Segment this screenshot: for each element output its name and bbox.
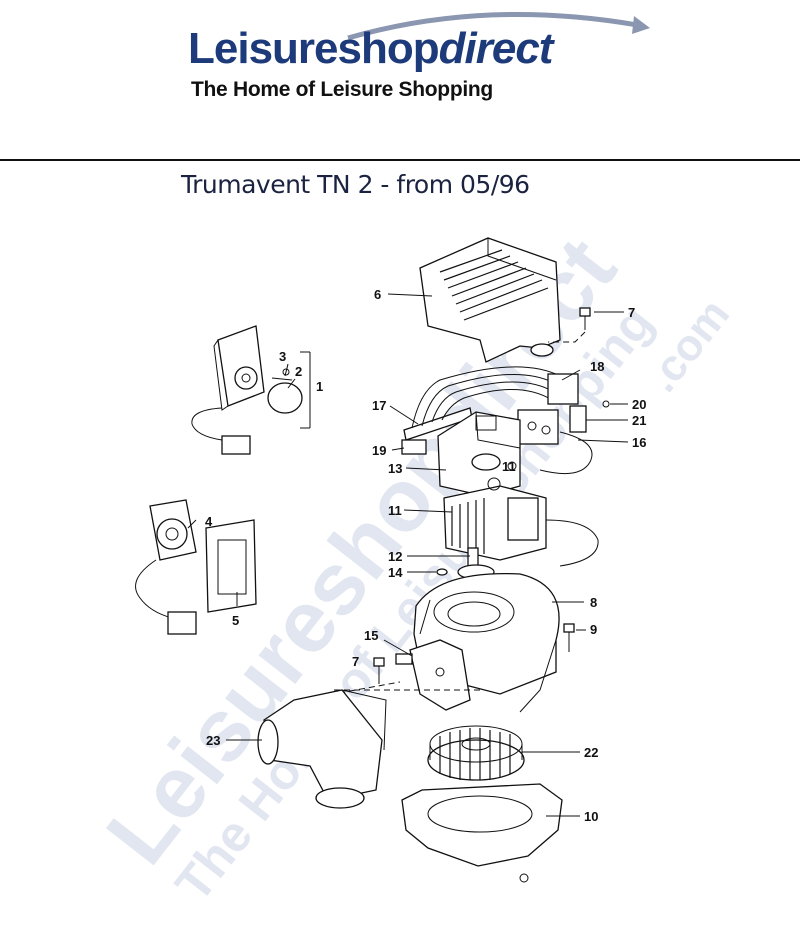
motor-part bbox=[443, 461, 599, 567]
callout-20: 20 bbox=[632, 397, 646, 412]
fan-wheel-part bbox=[427, 725, 525, 781]
screw-part bbox=[579, 307, 591, 330]
control-unit-part bbox=[191, 325, 311, 455]
callout-12: 12 bbox=[388, 549, 402, 564]
callout-2: 2 bbox=[295, 364, 302, 379]
screw-part-9 bbox=[563, 623, 575, 652]
logo-wordmark: Leisureshopdirect bbox=[188, 24, 554, 74]
logo-tagline: The Home of Leisure Shopping bbox=[191, 78, 493, 101]
logo-swoosh-icon bbox=[347, 12, 650, 41]
callout-19: 19 bbox=[372, 443, 386, 458]
cover-part bbox=[419, 237, 561, 363]
logo-brand-main: Leisureshop bbox=[188, 24, 440, 73]
callout-8: 8 bbox=[590, 595, 597, 610]
callout-7a: 7 bbox=[628, 305, 635, 320]
base-plate-part bbox=[401, 783, 563, 883]
watermark-suffix: .com bbox=[637, 290, 739, 401]
callout-4: 4 bbox=[205, 514, 213, 529]
callout-16: 16 bbox=[632, 435, 646, 450]
page-title: Trumavent TN 2 - from 05/96 bbox=[181, 170, 530, 199]
callout-23: 23 bbox=[206, 733, 220, 748]
callout-7b: 7 bbox=[352, 654, 359, 669]
brand-logo: Leisureshopdirect The Home of Leisure Sh… bbox=[188, 10, 650, 105]
callout-3: 3 bbox=[279, 349, 286, 364]
callout-labels: 1 2 3 4 5 6 7 7 8 9 10 11 11 12 13 14 15… bbox=[205, 287, 646, 824]
callout-15: 15 bbox=[364, 628, 378, 643]
callout-6: 6 bbox=[374, 287, 381, 302]
wiring-bracket-part bbox=[401, 366, 561, 455]
terminal-block-part bbox=[517, 373, 610, 475]
callout-11a: 11 bbox=[388, 503, 402, 518]
callout-17: 17 bbox=[372, 398, 386, 413]
logo-brand-accent: direct bbox=[438, 24, 554, 73]
callout-9: 9 bbox=[590, 622, 597, 637]
callout-11b: 11 bbox=[502, 459, 516, 474]
callout-1: 1 bbox=[316, 379, 323, 394]
switch-module-part bbox=[135, 499, 257, 635]
screw-part-left bbox=[373, 657, 385, 684]
exploded-parts-diagram: Leisureshopdirect The Home of Leisure Sh… bbox=[87, 220, 739, 912]
callout-10: 10 bbox=[584, 809, 598, 824]
callout-14: 14 bbox=[388, 565, 403, 580]
motor-housing-part bbox=[437, 411, 521, 497]
header-divider bbox=[0, 159, 800, 161]
callout-22: 22 bbox=[584, 745, 598, 760]
callout-13: 13 bbox=[388, 461, 402, 476]
callout-5: 5 bbox=[232, 613, 239, 628]
leader-lines bbox=[187, 293, 629, 817]
callout-21: 21 bbox=[632, 413, 646, 428]
duct-elbow-part bbox=[257, 689, 387, 809]
callout-18: 18 bbox=[590, 359, 604, 374]
mounting-bracket-part bbox=[395, 639, 471, 711]
